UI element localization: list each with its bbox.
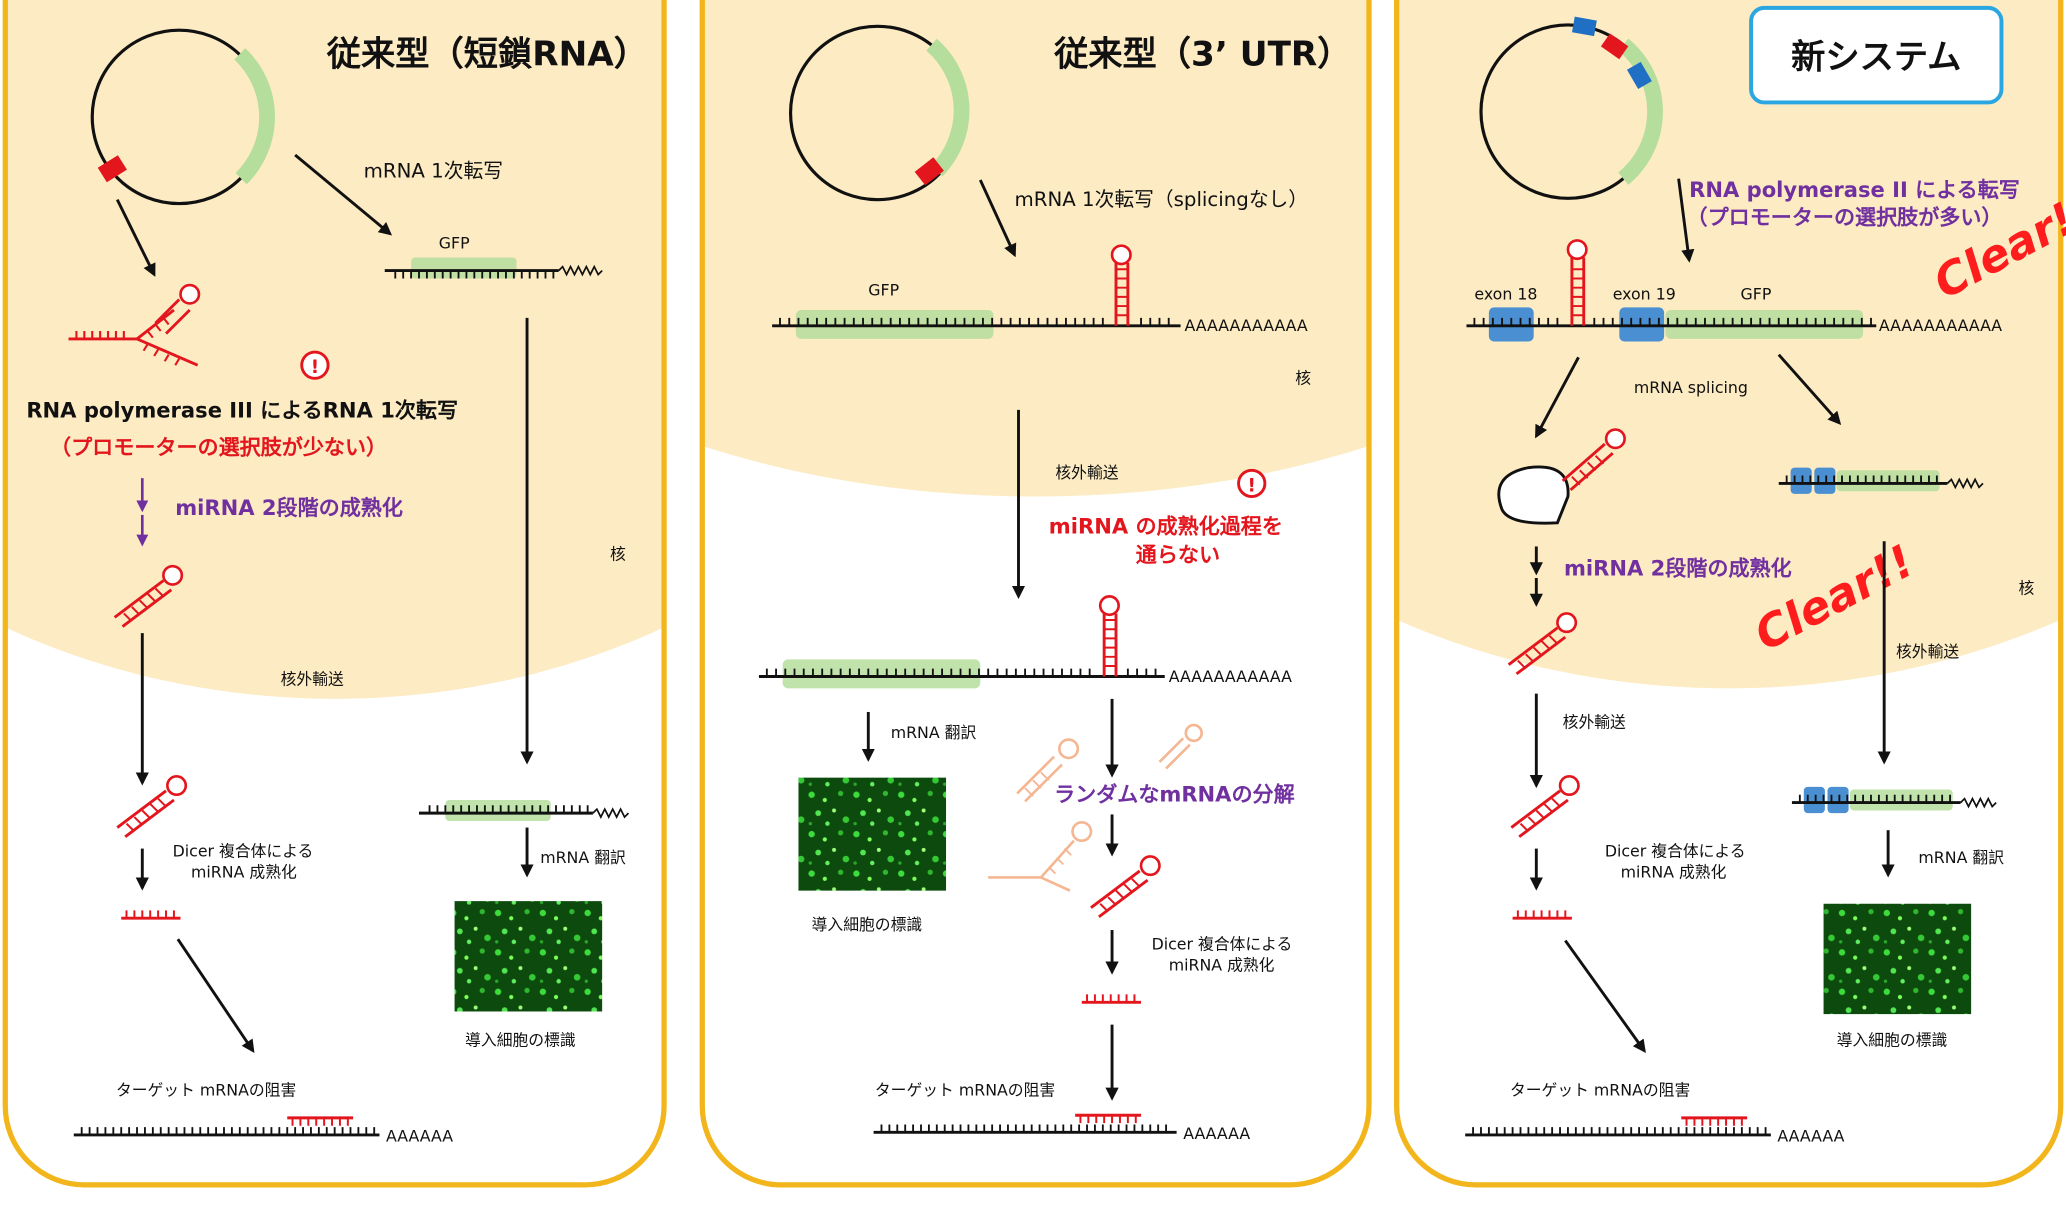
mirna-two-step-label: miRNA 2段階の成熟化	[1564, 555, 1792, 580]
panel-border	[2, 0, 667, 1188]
dicer-label-2: miRNA 成熟化	[191, 863, 297, 882]
polya-long-label: AAAAAAAAAAA	[1185, 316, 1308, 335]
plasmid	[90, 28, 275, 206]
polya-long-label: AAAAAAAAAAA	[1879, 316, 2002, 335]
panel-conventional-3utr: 従来型（3’ UTR） mRNA 1次転写（splicingなし） GFP AA…	[699, 0, 1372, 1188]
cytoplasm-spliced-mrna	[1791, 786, 1997, 814]
translation-label: mRNA 翻訳	[891, 723, 977, 742]
target-label: ターゲット mRNAの阻害	[116, 1081, 296, 1100]
warning-icon: !	[300, 350, 330, 380]
pre-mirna-hairpin	[1507, 612, 1578, 676]
no-maturation-label-2: 通らない	[1136, 542, 1220, 567]
cytoplasm-transcript: AAAAAAAAAAA	[758, 595, 1292, 689]
cell-label: 導入細胞の標識	[812, 915, 923, 934]
gfp-cells-image	[454, 901, 603, 1012]
cell-label: 導入細胞の標識	[465, 1031, 576, 1050]
panel-border	[699, 0, 1372, 1188]
exon-19-label: exon 19	[1613, 285, 1676, 304]
mrna-transcription-label: mRNA 1次転写	[364, 159, 503, 182]
gfp-cells-image	[1823, 903, 1972, 1015]
warning-icon: !	[1237, 468, 1267, 498]
cytoplasm-pre-mirna	[1090, 855, 1161, 919]
gfp-cells-image	[798, 777, 947, 891]
nucleus-region	[5, 0, 665, 699]
cell-label: 導入細胞の標識	[1837, 1031, 1948, 1050]
degraded-fragments	[988, 723, 1203, 892]
exon-marker	[1626, 61, 1652, 90]
target-mrna: AAAAAA	[73, 1116, 453, 1146]
mature-mirna	[1081, 994, 1142, 1004]
dicer-label-2: miRNA 成熟化	[1169, 956, 1275, 975]
polya-label: AAAAAA	[1183, 1124, 1250, 1143]
promoter-marker	[914, 157, 944, 186]
dicer-label-1: Dicer 複合体による	[173, 841, 314, 860]
splicing-label: mRNA splicing	[1634, 378, 1748, 397]
promoter-note: （プロモーターの選択肢が少ない）	[50, 435, 387, 460]
promoter-note: （プロモーターの選択肢が多い）	[1687, 205, 2003, 230]
new-system-title-box	[1749, 5, 2004, 105]
translation-label: mRNA 翻訳	[1918, 848, 2004, 867]
primary-transcript: GFP AAAAAAAAAAA	[772, 244, 1308, 339]
svg-text:!: !	[311, 357, 319, 378]
gfp-label: GFP	[868, 281, 899, 300]
gfp-label: GFP	[439, 233, 470, 252]
plasmid	[1479, 16, 1663, 200]
promoter-marker	[97, 155, 127, 183]
polya-label: AAAAAA	[386, 1127, 453, 1146]
dicer-label-2: miRNA 成熟化	[1621, 863, 1727, 882]
export-label: 核外輸送	[281, 669, 344, 688]
mirna-marker	[1600, 33, 1629, 60]
panel-title: 新システム	[1791, 37, 1961, 77]
nucleus-label: 核	[2019, 579, 2035, 598]
pri-mirna	[68, 283, 201, 367]
nucleus-label: 核	[1295, 369, 1311, 388]
lariat-with-mirna	[1497, 428, 1626, 525]
mature-mirna	[121, 910, 181, 920]
degradation-label: ランダムなmRNAの分解	[1054, 781, 1295, 806]
exon-18-label: exon 18	[1474, 285, 1537, 304]
target-label: ターゲット mRNAの阻害	[1510, 1081, 1690, 1100]
nucleus-region	[1396, 0, 2061, 689]
cytoplasm-gfp-mrna	[418, 799, 630, 821]
nucleus-region	[702, 0, 1369, 497]
polya-label: AAAAAA	[1777, 1127, 1844, 1146]
target-label: ターゲット mRNAの阻害	[875, 1081, 1055, 1100]
gfp-mrna: GFP	[384, 233, 603, 279]
mature-mirna	[1512, 910, 1572, 920]
target-mrna: AAAAAA	[873, 1113, 1250, 1143]
panel-new-system: 新システム RNA polymerase II による転写 （プロモーターの選択…	[1394, 0, 2066, 1188]
gfp-cassette	[234, 48, 275, 185]
gfp-label: GFP	[1741, 285, 1772, 304]
panel-border	[1394, 0, 2064, 1188]
mirna-two-step-label: miRNA 2段階の成熟化	[175, 495, 403, 520]
exon-marker	[1572, 16, 1597, 37]
target-mrna: AAAAAA	[1465, 1116, 1845, 1146]
polymerase-iii-label: RNA polymerase III によるRNA 1次転写	[26, 398, 458, 423]
export-label: 核外輸送	[1055, 463, 1118, 482]
pre-mirna-hairpin	[113, 564, 184, 628]
spliced-mrna	[1778, 467, 1984, 494]
translation-label: mRNA 翻訳	[540, 848, 626, 867]
dicer-label-1: Dicer 複合体による	[1152, 935, 1293, 954]
cytoplasm-pre-mirna	[1510, 775, 1580, 838]
nucleus-label: 核	[610, 545, 626, 564]
polymerase-ii-label: RNA polymerase II による転写	[1689, 177, 2020, 202]
panel-title: 従来型（短鎖RNA）	[326, 35, 648, 75]
export-label-2: 核外輸送	[1896, 642, 1959, 661]
export-label: 核外輸送	[1563, 713, 1626, 732]
plasmid	[788, 24, 970, 202]
no-maturation-label-1: miRNA の成熟化過程を	[1049, 513, 1283, 538]
polya-long-label: AAAAAAAAAAA	[1169, 667, 1292, 686]
svg-text:!: !	[1248, 475, 1256, 496]
dicer-label-1: Dicer 複合体による	[1605, 841, 1746, 860]
panel-conventional-short-rna: 従来型（短鎖RNA） mRNA 1次転写 GFP !	[2, 0, 667, 1188]
panel-title: 従来型（3’ UTR）	[1053, 35, 1351, 75]
primary-transcript-with-exons: exon 18 exon 19 GFP AAAAAAAAAAA	[1466, 239, 2002, 342]
mrna-transcription-label: mRNA 1次転写（splicingなし）	[1015, 188, 1309, 211]
cytoplasm-pre-mirna	[116, 775, 188, 838]
